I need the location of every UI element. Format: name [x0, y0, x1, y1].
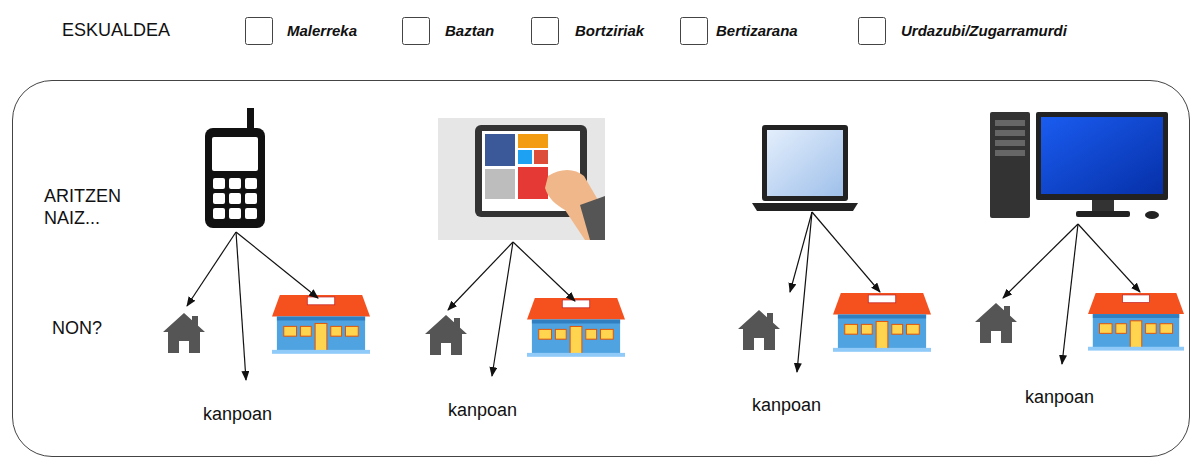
checkbox-label: Malerreka — [287, 22, 357, 40]
place-label: kanpoan — [1025, 386, 1094, 408]
panel-subquestion: NON? — [52, 317, 102, 339]
place-label: kanpoan — [203, 403, 272, 425]
field-label: ESKUALDEA — [62, 19, 170, 41]
checkbox-label: Bortziriak — [575, 22, 644, 40]
device-panel: ARITZEN NAIZ... NON? — [12, 80, 1190, 457]
panel-question: ARITZEN NAIZ... — [44, 185, 164, 229]
place-label: kanpoan — [752, 394, 821, 416]
checkbox-label: Bertizarana — [716, 22, 798, 40]
checkbox-label: Urdazubi/Zugarramurdi — [901, 22, 1067, 40]
checkbox-label: Baztan — [445, 22, 494, 40]
place-label: kanpoan — [448, 399, 517, 421]
